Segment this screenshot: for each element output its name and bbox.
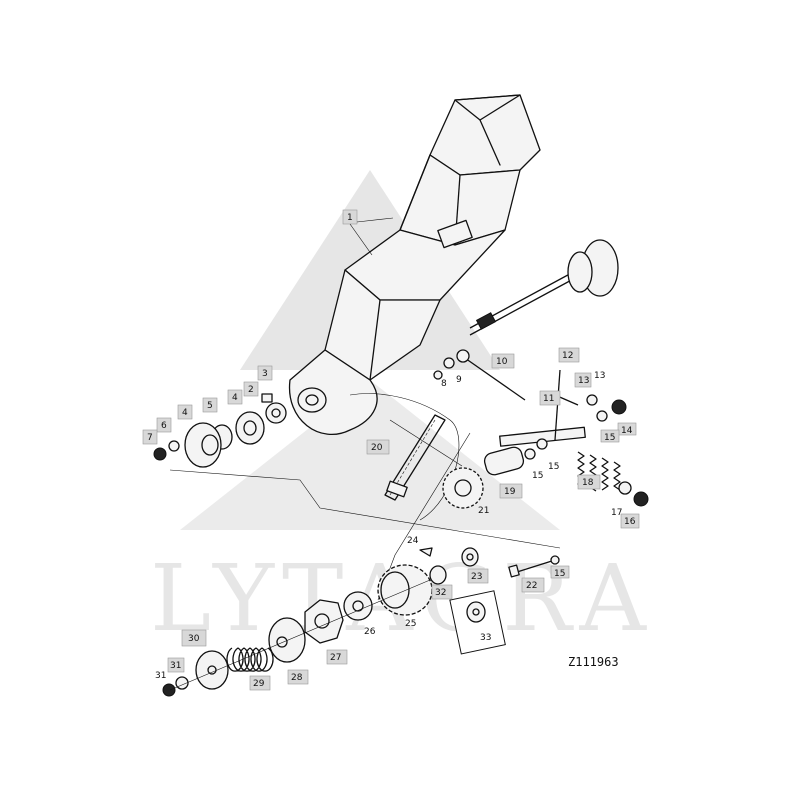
callout-15a: 15 — [604, 433, 615, 443]
callout-10: 10 — [496, 357, 508, 367]
callout-32: 32 — [435, 588, 446, 598]
part-left-hardware — [153, 393, 287, 468]
part-small-hardware — [433, 357, 649, 507]
callout-15d: 15 — [554, 569, 565, 579]
callout-15c: 15 — [532, 471, 543, 481]
callout-6: 6 — [161, 421, 167, 431]
callout-25: 25 — [405, 619, 416, 629]
callout-13a: 13 — [578, 376, 589, 386]
callout-5: 5 — [207, 401, 213, 411]
callout-27: 27 — [330, 653, 341, 663]
tube-top-hopper — [429, 94, 541, 176]
callout-31b: 31 — [155, 671, 166, 681]
clutch-star-27 — [304, 599, 344, 644]
callouts: 1 2 3 4 4 5 6 7 8 9 10 11 12 — [142, 209, 640, 691]
part-sprocket-21 — [442, 467, 484, 509]
callout-9: 9 — [456, 375, 462, 385]
sprocket-hub-25 — [377, 564, 433, 616]
callout-23: 23 — [471, 572, 482, 582]
part-lower-clutch-assembly — [162, 547, 560, 697]
callout-18: 18 — [582, 478, 594, 488]
callout-14: 14 — [621, 426, 633, 436]
tube-bearing-hole — [297, 387, 327, 413]
tube-bracket — [437, 219, 473, 249]
part-spring-18 — [577, 451, 621, 492]
shaft-disc-small — [567, 251, 593, 293]
part-tube-housing — [288, 94, 541, 436]
callout-17: 17 — [611, 508, 622, 518]
callout-8: 8 — [441, 379, 447, 389]
part-sleeve-19 — [483, 446, 525, 476]
callout-26: 26 — [364, 627, 376, 637]
tube-bottom-end — [288, 349, 378, 436]
part-link-arm — [456, 349, 586, 447]
callout-30: 30 — [188, 634, 200, 644]
callout-20: 20 — [371, 443, 383, 453]
callout-4a: 4 — [182, 408, 188, 418]
callout-24: 24 — [407, 536, 419, 546]
callout-3: 3 — [262, 369, 268, 379]
callout-28: 28 — [291, 673, 303, 683]
callout-1: 1 — [347, 213, 353, 223]
figure-id: Z111963 — [568, 655, 619, 669]
callout-11: 11 — [543, 394, 554, 404]
callout-2: 2 — [248, 385, 254, 395]
callout-31a: 31 — [170, 661, 181, 671]
part-chain — [384, 414, 446, 501]
callout-16: 16 — [624, 517, 636, 527]
callout-33: 33 — [480, 633, 491, 643]
callout-22: 22 — [526, 581, 537, 591]
callout-21: 21 — [478, 506, 489, 516]
callout-13b: 13 — [594, 371, 605, 381]
spring-29 — [226, 647, 274, 672]
callout-15b: 15 — [548, 462, 559, 472]
callout-19: 19 — [504, 487, 516, 497]
callout-29: 29 — [253, 679, 265, 689]
callout-4b: 4 — [232, 393, 238, 403]
callout-12: 12 — [562, 351, 573, 361]
callout-7: 7 — [147, 433, 153, 443]
part-shaft-disc — [469, 239, 619, 336]
